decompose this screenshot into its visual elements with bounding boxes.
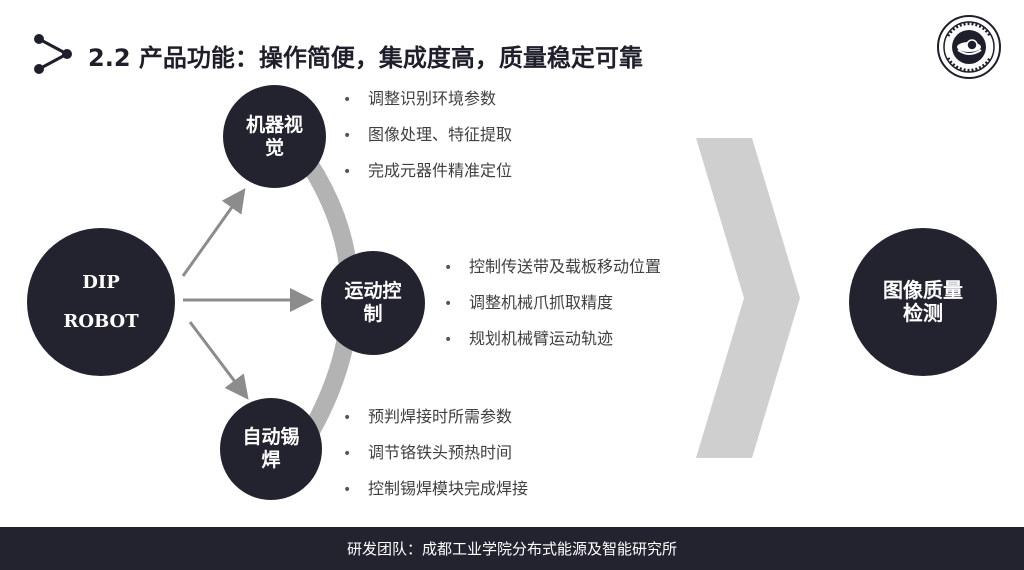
arrow-to-vision	[181, 188, 246, 277]
chevron-arrow	[696, 138, 800, 458]
page-title: 2.2 产品功能：操作简便，集成度高，质量稳定可靠	[88, 44, 643, 72]
dip-label: DIP	[82, 272, 120, 293]
motion-control-label: 运动控制	[344, 280, 402, 325]
motion-control-node: 运动控制	[321, 251, 425, 355]
share-nodes-icon	[34, 34, 72, 74]
dip-robot-node: DIP ROBOT	[27, 228, 175, 376]
auto-soldering-node: 自动锡焊	[220, 398, 322, 500]
auto-soldering-label: 自动锡焊	[242, 426, 300, 471]
quality-inspection-node: 图像质量检测	[849, 228, 997, 376]
machine-vision-node: 机器视觉	[223, 85, 326, 188]
institute-seal-logo	[937, 15, 1001, 79]
footer-text: 研发团队：成都工业学院分布式能源及智能研究所	[346, 540, 677, 558]
quality-inspection-label: 图像质量检测	[883, 278, 963, 325]
footer-bar: 研发团队：成都工业学院分布式能源及智能研究所	[0, 527, 1024, 570]
robot-label: ROBOT	[63, 311, 139, 332]
arrow-to-soldering	[188, 321, 249, 400]
machine-vision-label: 机器视觉	[245, 113, 303, 159]
